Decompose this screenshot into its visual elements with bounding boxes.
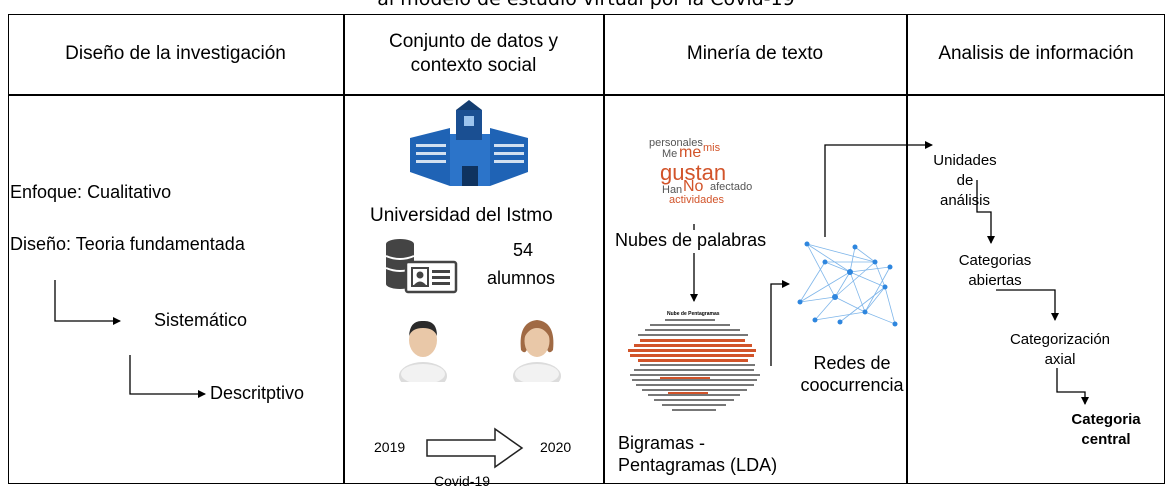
cloud-word: gustan (660, 160, 727, 185)
database-id-card-icon (385, 239, 458, 294)
categoria-central-label: Categoria central (1071, 411, 1141, 448)
timeline-arrow-icon (426, 427, 524, 469)
column-divider (603, 14, 605, 484)
male-person-icon (399, 320, 447, 382)
wordcloud-label: Nubes de palabras (615, 230, 767, 250)
network-label: Redes de coocurrencia (800, 353, 904, 395)
year-start: 2019 (374, 439, 406, 455)
categorizacion-axial-label: Categorización axial (1009, 331, 1111, 368)
column-divider (343, 14, 345, 484)
bigram-label: Bigramas - Pentagramas (LDA) (618, 433, 778, 475)
cloud-word: actividades (669, 194, 725, 206)
categorias-abiertas-label: Categorias abiertas (958, 252, 1032, 289)
header-divider (8, 94, 1165, 96)
cooccurrence-network-image (797, 241, 898, 327)
year-end: 2020 (540, 439, 572, 455)
bigram-cloud-title: Nube de Pentagramas (667, 311, 720, 317)
header-analysis: Analisis de información (938, 43, 1134, 64)
students-label: alumnos (487, 268, 556, 288)
cloud-word: afectado (710, 181, 753, 193)
cloud-word: Han (662, 184, 683, 196)
university-name: Universidad del Istmo (370, 205, 553, 226)
female-person-icon (513, 320, 561, 382)
sistematico-text: Sistemático (154, 310, 248, 330)
diseno-text: Diseño: Teoria fundamentada (10, 234, 245, 254)
cloud-word: personales (649, 137, 703, 149)
university-building-icon (410, 100, 528, 186)
cloud-word: Me (662, 148, 678, 160)
cloud-word: mis (703, 142, 721, 154)
header-textmining: Minería de texto (686, 43, 824, 64)
figure-caption: al modelo de estudio virtual por la Covi… (0, 0, 1172, 10)
student-count: 54 (513, 240, 534, 260)
event-label: Covid-19 (434, 473, 491, 489)
enfoque-text: Enfoque: Cualitativo (10, 182, 172, 202)
header-design: Diseño de la investigación (65, 43, 286, 64)
cloud-word: me (679, 144, 702, 161)
column-divider (906, 14, 908, 484)
descriptivo-text: Descritptivo (210, 383, 305, 403)
bigram-cloud-image (628, 319, 760, 411)
table-frame (8, 14, 1165, 484)
cloud-word: No (683, 178, 704, 195)
